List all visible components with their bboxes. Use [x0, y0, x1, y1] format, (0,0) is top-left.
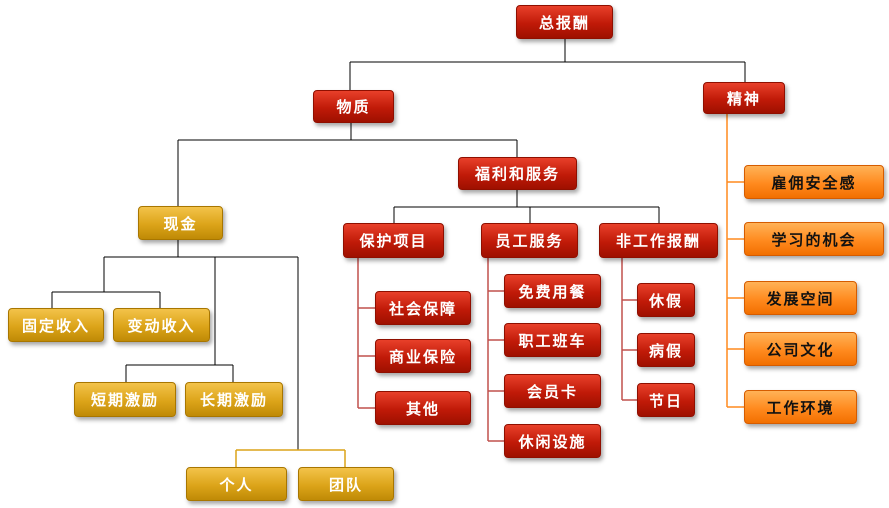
- node-learning-opportunity: 学习的机会: [744, 222, 884, 256]
- node-non-work-pay: 非工作报酬: [599, 223, 718, 258]
- connector-spirit: [726, 114, 744, 408]
- node-leisure-facilities: 休闲设施: [504, 424, 601, 458]
- node-membership-card: 会员卡: [504, 374, 601, 408]
- node-long-term-incentive: 长期激励: [185, 382, 283, 417]
- node-vacation: 休假: [637, 283, 695, 317]
- connector-benefits: [393, 190, 660, 223]
- connector-root: [349, 38, 746, 90]
- node-shuttle-bus: 职工班车: [504, 323, 601, 357]
- connector-nonwork: [621, 258, 637, 401]
- connector-service: [487, 258, 504, 442]
- connector-protection: [357, 258, 375, 409]
- node-short-term-incentive: 短期激励: [74, 382, 176, 417]
- node-commercial-insurance: 商业保险: [375, 339, 471, 373]
- node-team: 团队: [298, 467, 394, 501]
- node-material: 物质: [313, 90, 394, 123]
- node-development-space: 发展空间: [744, 281, 857, 315]
- node-free-meal: 免费用餐: [504, 274, 601, 308]
- node-benefits: 福利和服务: [458, 157, 577, 190]
- node-spirit: 精神: [703, 82, 785, 114]
- node-other: 其他: [375, 391, 471, 425]
- node-social-insurance: 社会保障: [375, 291, 471, 325]
- node-cash: 现金: [138, 206, 223, 240]
- node-protection: 保护项目: [343, 223, 444, 258]
- node-work-environment: 工作环境: [744, 390, 857, 424]
- connector-team: [235, 449, 346, 467]
- connector-material: [177, 122, 518, 206]
- node-root: 总报酬: [516, 5, 613, 39]
- node-employment-security: 雇佣安全感: [744, 165, 884, 199]
- connector-cash: [51, 240, 299, 450]
- node-sick-leave: 病假: [637, 333, 695, 367]
- node-variable-income: 变动收入: [113, 308, 210, 342]
- node-holiday: 节日: [637, 383, 695, 417]
- node-employee-service: 员工服务: [481, 223, 578, 258]
- node-fixed-income: 固定收入: [8, 308, 104, 342]
- node-company-culture: 公司文化: [744, 332, 857, 366]
- node-individual: 个人: [186, 467, 287, 501]
